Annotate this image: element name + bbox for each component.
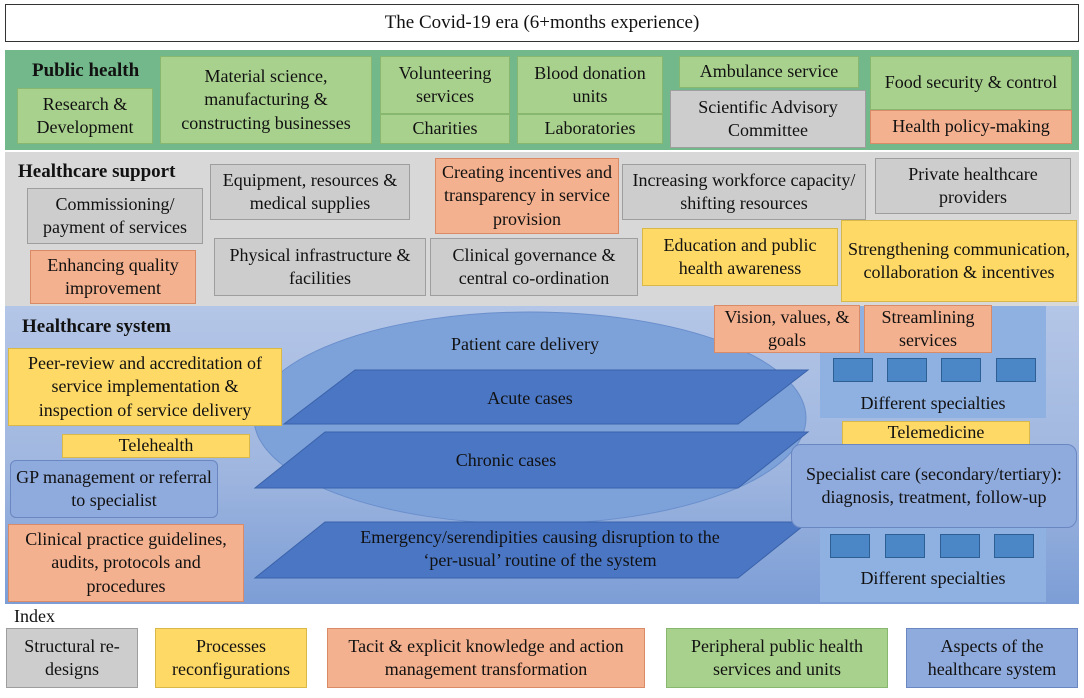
- index-knowledge: Tacit & explicit knowledge and action ma…: [327, 628, 645, 688]
- infrastructure-box: Physical infrastructure & facilities: [214, 238, 426, 296]
- governance-box: Clinical governance & central co-ordinat…: [430, 238, 638, 296]
- streamlining-box: Streamlining services: [864, 305, 992, 353]
- communication-box: Strengthening communication, collaborati…: [841, 220, 1077, 302]
- public-health-heading: Public health: [32, 60, 140, 81]
- specialty-square: [940, 534, 980, 558]
- specialty-square: [833, 358, 873, 382]
- specialist-care-box: Specialist care (secondary/tertiary): di…: [791, 444, 1077, 528]
- quality-improvement-box: Enhancing quality improvement: [30, 250, 196, 304]
- index-structural: Structural re-designs: [6, 628, 138, 688]
- index-label: Index: [14, 606, 55, 626]
- health-policy-box: Health policy-making: [870, 110, 1072, 144]
- acute-parallelogram: [282, 369, 810, 425]
- specialty-square: [830, 534, 870, 558]
- commissioning-box: Commissioning/ payment of services: [27, 188, 203, 244]
- acute-label: Acute cases: [487, 388, 573, 409]
- chronic-label: Chronic cases: [455, 450, 557, 471]
- blood-donation-box: Blood donation units: [517, 56, 663, 114]
- specialty-square: [994, 534, 1034, 558]
- charities-box: Charities: [380, 114, 510, 144]
- workforce-box: Increasing workforce capacity/ shifting …: [622, 164, 866, 220]
- laboratories-box: Laboratories: [517, 114, 663, 144]
- incentives-box: Creating incentives and transparency in …: [435, 158, 619, 234]
- healthcare-system-heading: Healthcare system: [22, 316, 171, 337]
- emergency-parallelogram: [253, 521, 810, 579]
- private-providers-box: Private healthcare providers: [875, 158, 1071, 214]
- volunteering-box: Volunteering services: [380, 56, 510, 114]
- index-peripheral: Peripheral public health services and un…: [666, 628, 888, 688]
- scientific-advisory-box: Scientific Advisory Committee: [670, 90, 866, 148]
- gp-management-box: GP management or referral to specialist: [10, 460, 218, 518]
- patient-care-label: Patient care delivery: [451, 334, 599, 355]
- equipment-box: Equipment, resources & medical supplies: [210, 164, 410, 220]
- index-processes: Processes reconfigurations: [155, 628, 307, 688]
- ambulance-box: Ambulance service: [679, 56, 859, 88]
- index-aspects: Aspects of the healthcare system: [906, 628, 1078, 688]
- chronic-parallelogram: [253, 431, 810, 489]
- specialties-top-label: Different specialties: [860, 393, 1006, 414]
- telemedicine-box: Telemedicine: [842, 421, 1030, 445]
- specialty-square: [887, 358, 927, 382]
- peer-review-box: Peer-review and accreditation of service…: [8, 348, 282, 426]
- vision-box: Vision, values, & goals: [714, 305, 860, 353]
- specialty-square: [941, 358, 981, 382]
- emergency-label: Emergency/serendipities causing disrupti…: [360, 526, 720, 570]
- education-box: Education and public health awareness: [642, 228, 838, 286]
- diagram-title: The Covid-19 era (6+months experience): [5, 4, 1079, 42]
- specialty-square: [996, 358, 1036, 382]
- specialties-bottom-label: Different specialties: [860, 568, 1006, 589]
- food-security-box: Food security & control: [870, 56, 1072, 110]
- material-science-box: Material science, manufacturing & constr…: [160, 56, 372, 144]
- telehealth-box: Telehealth: [62, 434, 250, 458]
- healthcare-support-heading: Healthcare support: [18, 161, 176, 182]
- guidelines-box: Clinical practice guidelines, audits, pr…: [8, 524, 244, 602]
- research-box: Research & Development: [17, 88, 153, 144]
- specialty-square: [885, 534, 925, 558]
